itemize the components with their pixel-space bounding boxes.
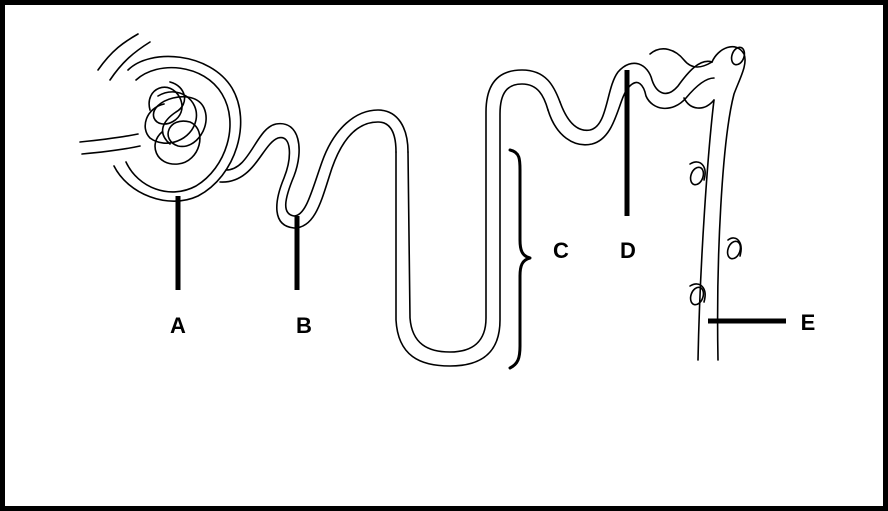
- label-d: D: [620, 238, 636, 263]
- loop-of-henle: [396, 70, 560, 366]
- proximal-tubule: [220, 110, 408, 228]
- label-e: E: [801, 310, 816, 335]
- bowmans-capsule: [114, 56, 241, 201]
- distal-tubule: [548, 49, 714, 145]
- collecting-duct: [688, 45, 746, 360]
- blood-vessels: [80, 34, 150, 154]
- label-c: C: [553, 238, 569, 263]
- label-b: B: [296, 313, 312, 338]
- label-a: A: [170, 313, 186, 338]
- c-bracket: [510, 150, 530, 368]
- glomerulus: [145, 82, 206, 164]
